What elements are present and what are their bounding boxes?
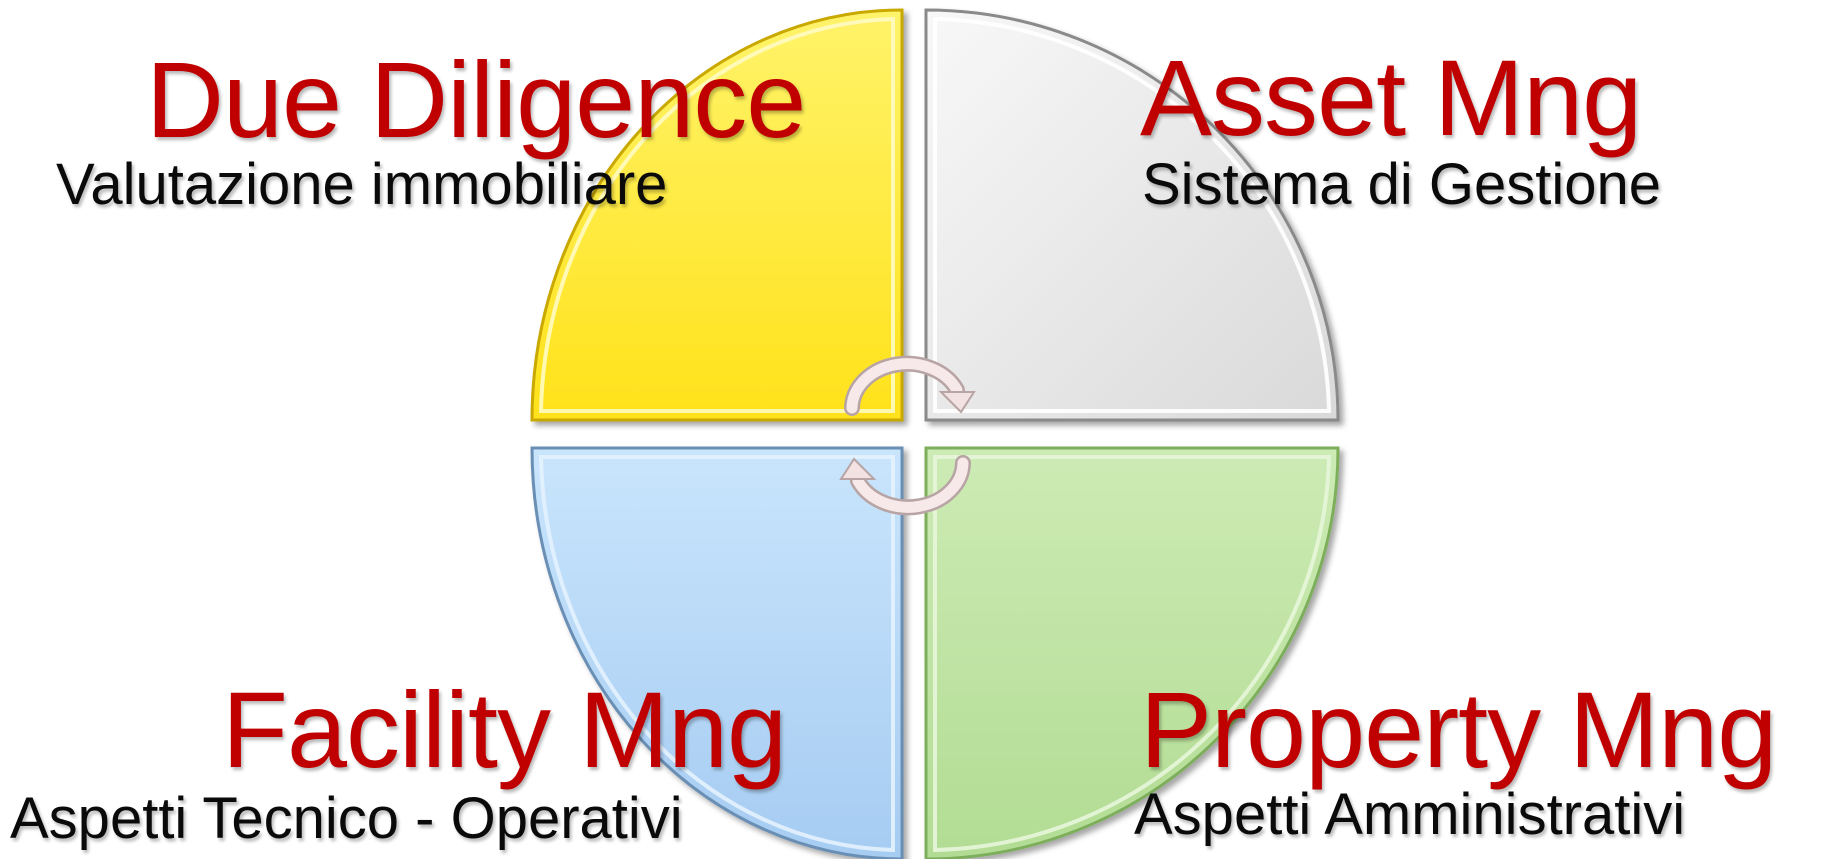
quadrant-due-diligence: [530, 8, 904, 422]
quadrant-asset-mng: [924, 8, 1340, 422]
title-facility-mng: Facility Mng: [222, 669, 787, 790]
title-due-diligence: Due Diligence: [146, 39, 806, 160]
quadrant-facility-mng: [530, 446, 904, 859]
clockwise-arrow-icon: [839, 455, 971, 516]
subtitle-due-diligence: Valutazione immobiliare: [56, 152, 668, 217]
clockwise-arrow-icon: [844, 355, 976, 416]
quadrant-property-mng: [924, 446, 1340, 859]
subtitle-property-mng: Aspetti Amministrativi: [1134, 782, 1686, 847]
title-asset-mng: Asset Mng: [1140, 37, 1642, 158]
subtitle-facility-mng: Aspetti Tecnico - Operativi: [10, 786, 683, 851]
subtitle-asset-mng: Sistema di Gestione: [1142, 152, 1662, 217]
title-property-mng: Property Mng: [1140, 669, 1777, 790]
